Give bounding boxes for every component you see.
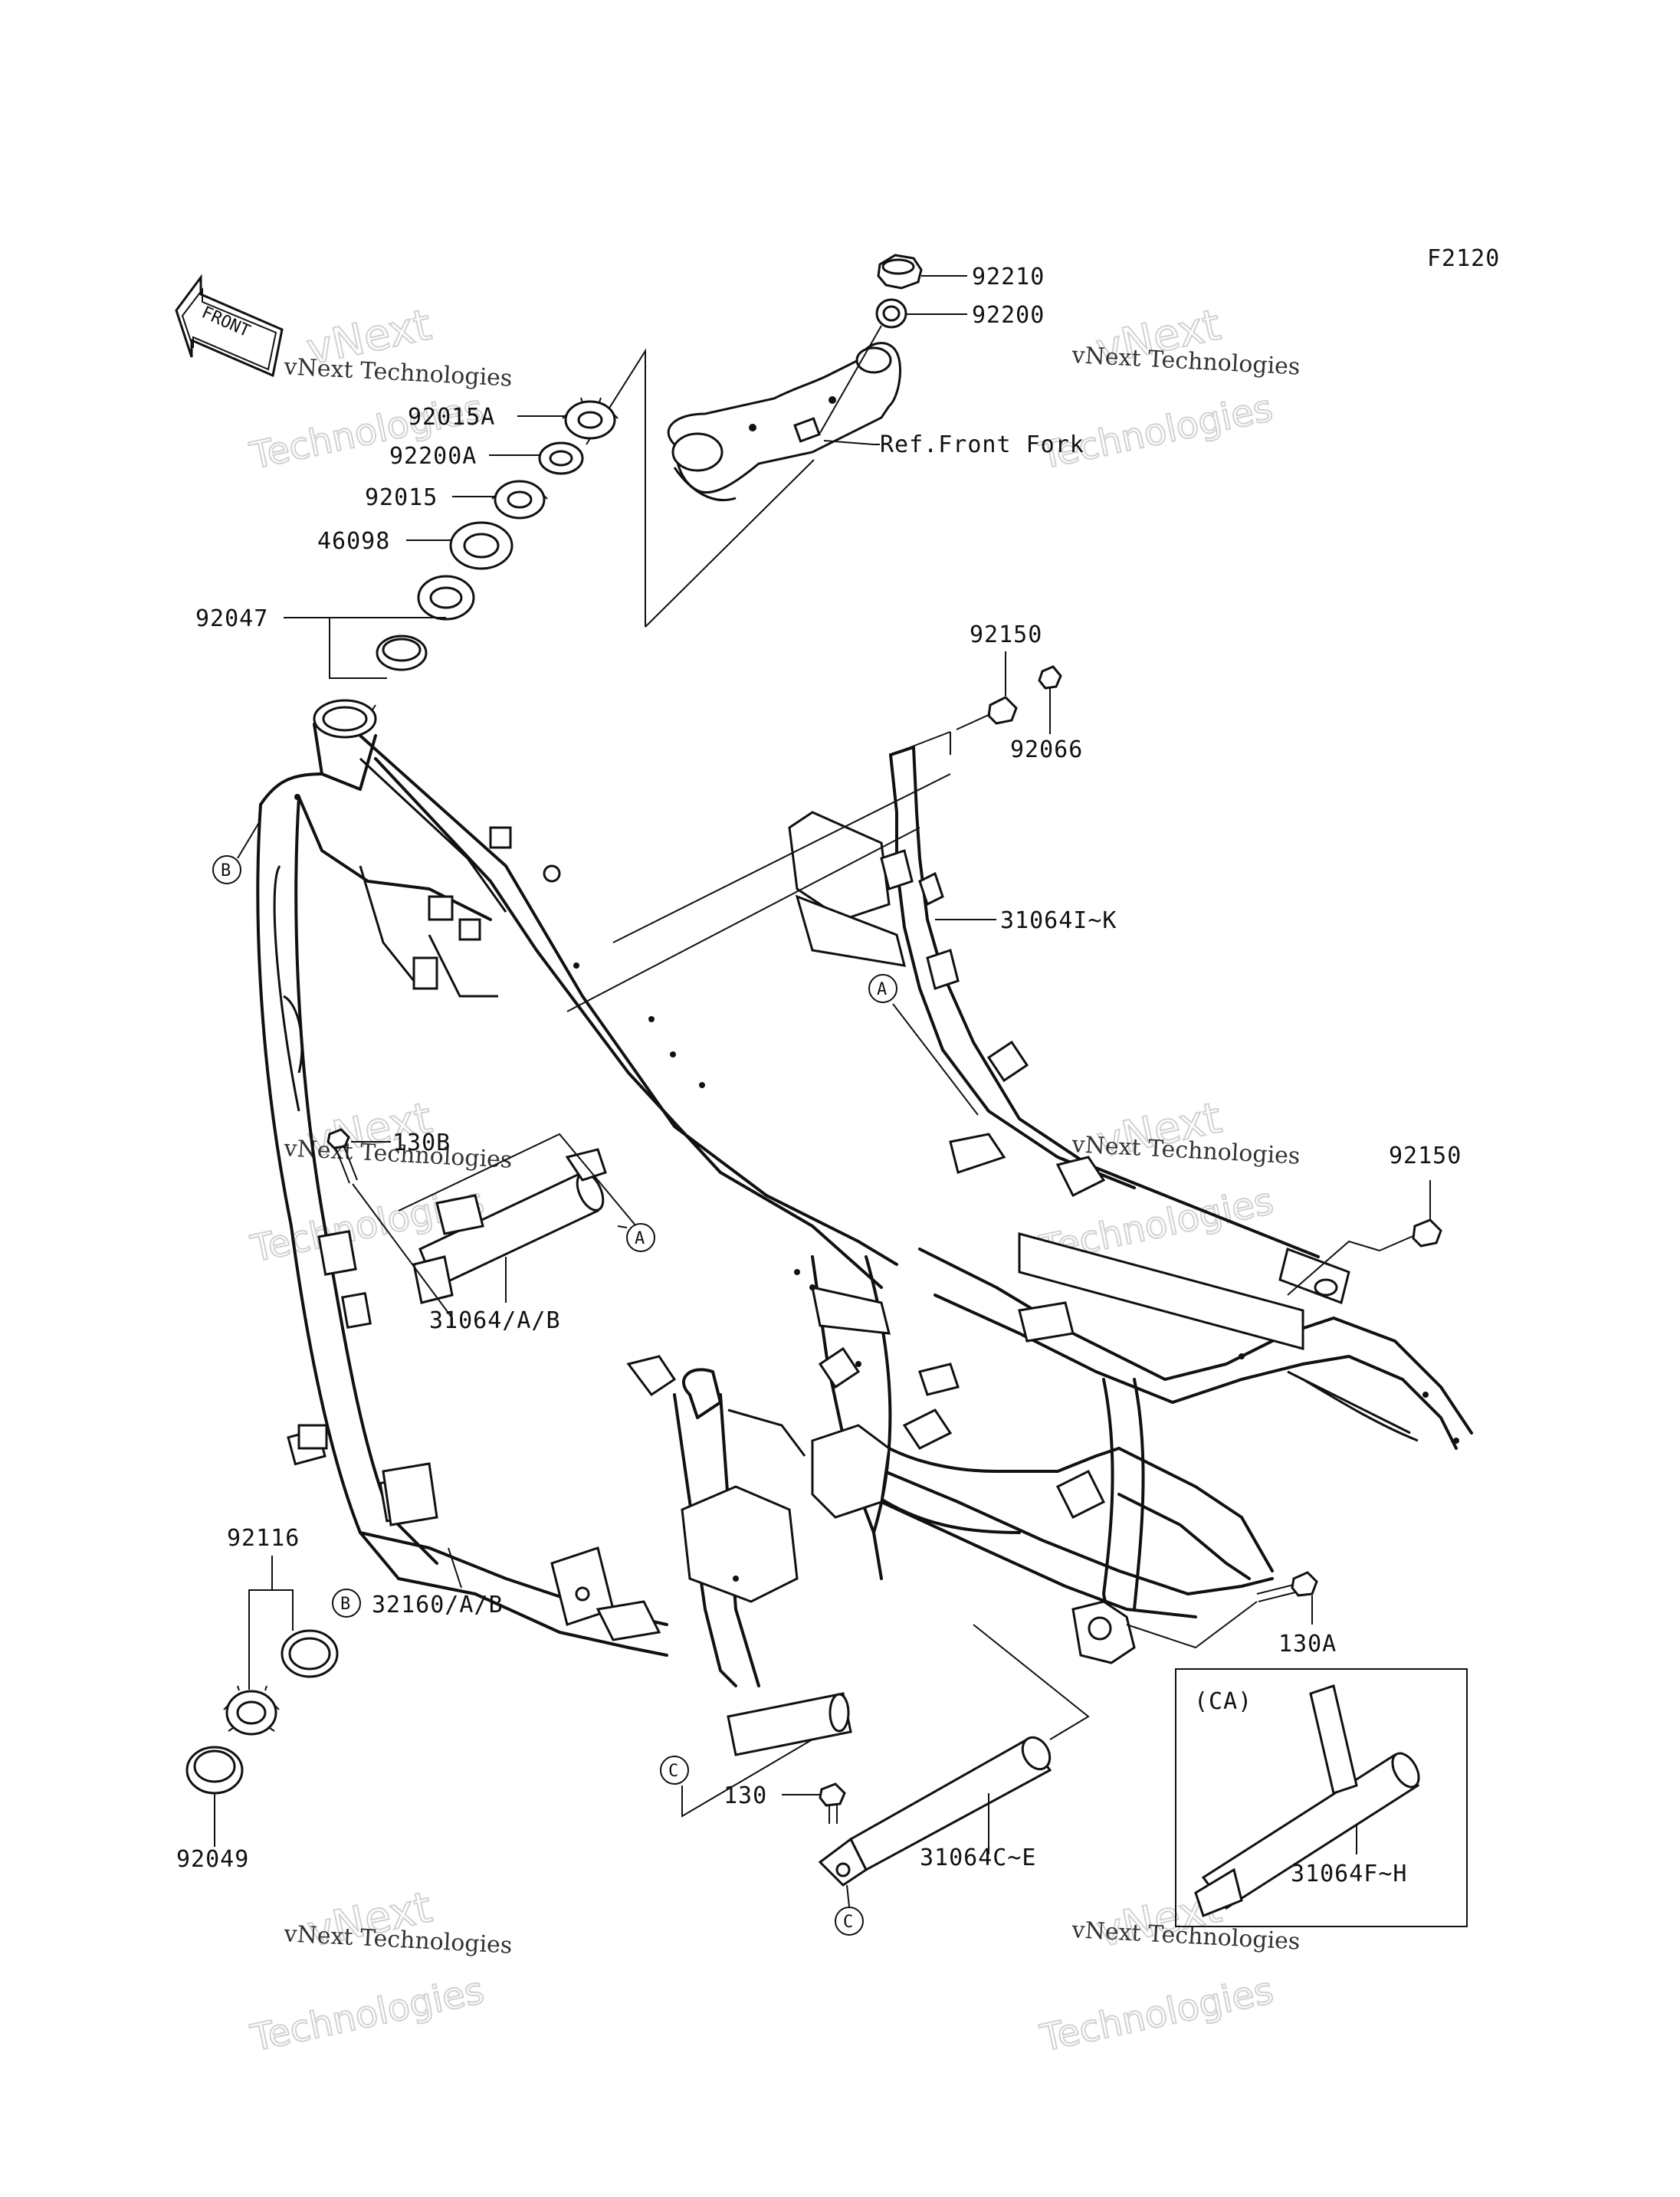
part-31064AB-tube-icon xyxy=(412,1148,607,1304)
front-arrow-icon: FRONT xyxy=(175,274,284,378)
svg-text:vNext Technologies: vNext Technologies xyxy=(1071,342,1301,381)
label-31064AB: 31064/A/B xyxy=(429,1307,561,1334)
fork-bracket-icon xyxy=(667,342,902,502)
part-92200A-washer-icon xyxy=(538,441,584,475)
watermark-bottom-left: vNext Technologies vNext Technologies xyxy=(246,1881,513,2061)
svg-text:C: C xyxy=(668,1762,678,1781)
part-lower-cross-tube-icon xyxy=(727,1692,852,1756)
part-92150-bolt-icon xyxy=(956,696,1018,730)
part-92200-washer-icon xyxy=(875,298,907,329)
label-130: 130 xyxy=(724,1782,767,1809)
svg-text:A: A xyxy=(635,1229,645,1248)
label-ref-front-fork: Ref.Front Fork xyxy=(880,431,1084,458)
label-31064IK: 31064I~K xyxy=(1000,907,1117,934)
callout-c-upper: C xyxy=(660,1756,689,1785)
part-31064FH-tube-icon xyxy=(1194,1684,1420,1917)
label-92047: 92047 xyxy=(195,605,268,632)
label-130A: 130A xyxy=(1278,1631,1337,1658)
part-31064CE-tube-icon xyxy=(818,1736,1052,1887)
part-92150-right-bolt-icon xyxy=(1379,1218,1442,1251)
part-92047-bearing-icon xyxy=(376,575,475,671)
svg-text:Technologies: Technologies xyxy=(247,1969,487,2060)
part-92015-nut-icon xyxy=(491,480,548,520)
part-92066-nut-icon xyxy=(1038,665,1062,690)
svg-text:Technologies: Technologies xyxy=(1036,1969,1277,2060)
callout-b-upper: B xyxy=(212,855,241,884)
svg-text:vNext Technologies: vNext Technologies xyxy=(283,353,513,392)
label-92015: 92015 xyxy=(365,484,438,511)
part-92116-bearing-icon xyxy=(223,1629,339,1736)
part-130B-bolt-icon xyxy=(326,1128,358,1184)
watermark-bottom-right: vNext Technologies vNext Technologies xyxy=(1035,1881,1301,2061)
label-92116: 92116 xyxy=(227,1525,300,1552)
part-92210-nut-icon xyxy=(877,254,923,290)
callout-b-lower: B xyxy=(332,1589,361,1618)
part-130A-bolt-icon xyxy=(1256,1571,1318,1602)
part-31064IK-tube-icon xyxy=(880,746,1320,1258)
label-46098: 46098 xyxy=(317,528,390,555)
inset-ca-box: (CA) 31064F~H xyxy=(1175,1668,1468,1927)
label-31064FH: 31064F~H xyxy=(1291,1861,1408,1887)
label-92049: 92049 xyxy=(176,1846,249,1873)
part-32160AB-bracket-icon xyxy=(297,1424,661,1641)
part-46098-seal-icon xyxy=(449,521,514,570)
label-130B: 130B xyxy=(392,1130,451,1156)
svg-text:B: B xyxy=(340,1595,350,1614)
svg-text:B: B xyxy=(221,861,231,880)
callout-c-lower: C xyxy=(835,1907,864,1936)
part-92015A-nut-icon xyxy=(562,397,619,440)
label-31064CE: 31064C~E xyxy=(920,1844,1037,1871)
label-92150-right: 92150 xyxy=(1389,1143,1462,1169)
label-92200: 92200 xyxy=(972,302,1045,329)
label-92210: 92210 xyxy=(972,264,1045,290)
inset-ca-label: (CA) xyxy=(1194,1688,1252,1715)
callout-a-lower: A xyxy=(626,1223,655,1252)
part-130-bolt-icon xyxy=(819,1782,846,1824)
callout-a-upper: A xyxy=(868,974,897,1003)
label-32160AB: 32160/A/B xyxy=(372,1592,504,1618)
label-92200A: 92200A xyxy=(389,443,477,470)
label-92066: 92066 xyxy=(1010,736,1083,763)
part-rear-cross-end-icon xyxy=(1278,1248,1350,1304)
svg-text:C: C xyxy=(843,1913,853,1932)
label-92150-top: 92150 xyxy=(970,621,1042,648)
label-92015A: 92015A xyxy=(408,404,495,431)
diagram-code: F2120 xyxy=(1427,245,1500,272)
svg-text:A: A xyxy=(877,980,887,999)
part-92049-seal-icon xyxy=(185,1746,244,1795)
